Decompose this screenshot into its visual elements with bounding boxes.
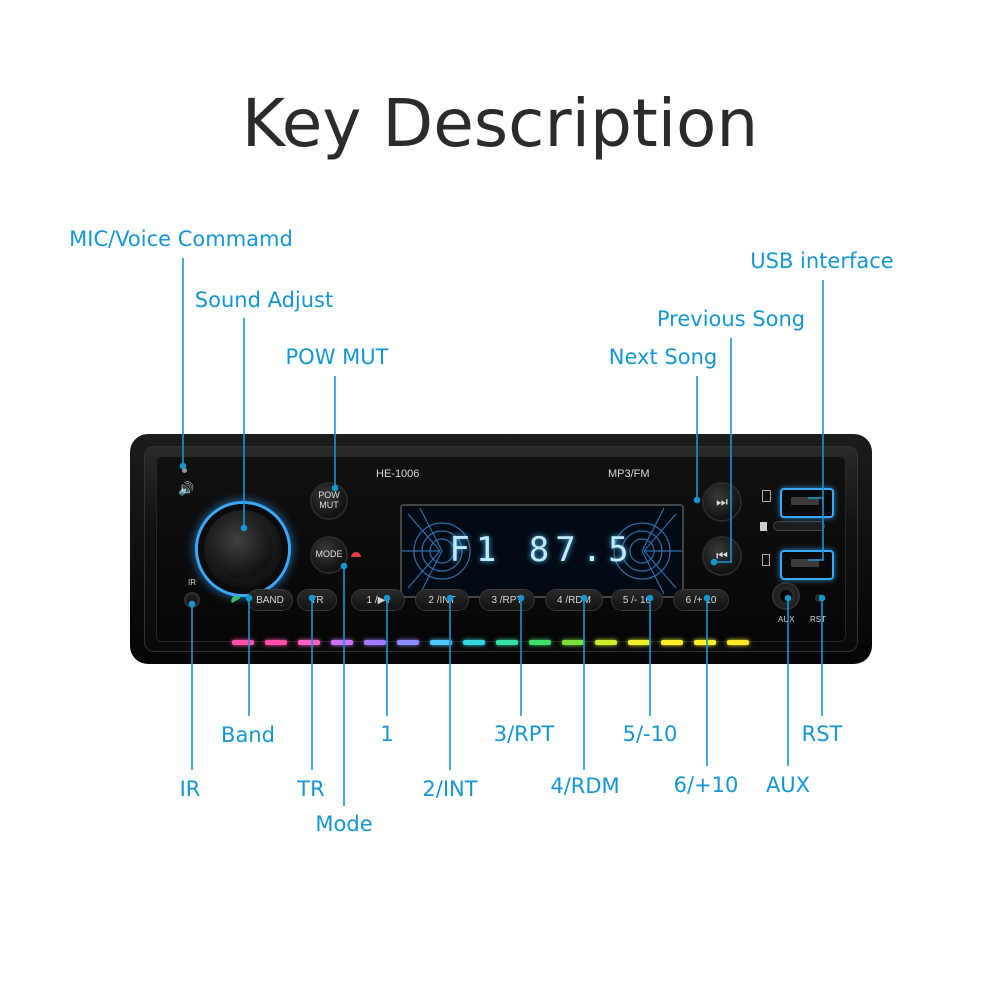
preset-5-label: 5 /- 10 bbox=[622, 594, 652, 606]
car-stereo-unit: 🔊 IR HE-1006 MP3/FM POW MUT MODE bbox=[130, 434, 872, 664]
led-segment bbox=[430, 640, 452, 645]
callout-6-plus-10: 6/+10 bbox=[673, 773, 739, 797]
led-segment bbox=[529, 640, 551, 645]
ir-label: IR bbox=[188, 578, 196, 587]
usb-slot bbox=[791, 559, 819, 567]
preset-4-label: 4 /RDM bbox=[557, 594, 591, 606]
sd-card-slot bbox=[774, 522, 824, 530]
callout-ir: IR bbox=[179, 777, 201, 801]
callout-mic-voice: MIC/Voice Commamd bbox=[69, 227, 293, 251]
preset-2-button[interactable]: 2 /INT bbox=[416, 590, 468, 610]
phone-icon bbox=[229, 593, 241, 604]
tr-label: TR bbox=[310, 594, 324, 606]
mode-label: MP3/FM bbox=[608, 468, 650, 480]
sd-card-icon bbox=[760, 522, 767, 531]
next-icon: ⏭ bbox=[716, 493, 728, 509]
callout-aux: AUX bbox=[765, 773, 811, 797]
volume-knob-cap bbox=[213, 519, 273, 579]
mode-button-label: MODE bbox=[315, 549, 343, 560]
preset-3-button[interactable]: 3 /RPT bbox=[480, 590, 534, 610]
led-segment bbox=[364, 640, 386, 645]
ir-sensor bbox=[186, 594, 198, 606]
band-label: BAND bbox=[256, 594, 284, 606]
charge-icon bbox=[762, 554, 770, 566]
callout-sound-adjust: Sound Adjust bbox=[194, 288, 334, 312]
volume-knob[interactable] bbox=[198, 504, 288, 594]
callout-1: 1 bbox=[380, 722, 394, 746]
callout-mode: Mode bbox=[315, 812, 373, 836]
rst-hole[interactable] bbox=[817, 596, 821, 600]
aux-jack[interactable] bbox=[774, 584, 798, 608]
band-button[interactable]: BAND bbox=[248, 590, 292, 610]
tr-button[interactable]: TR bbox=[298, 590, 336, 610]
led-segment bbox=[727, 640, 749, 645]
usb-symbol-icon bbox=[762, 490, 771, 502]
callout-rst: RST bbox=[801, 722, 843, 746]
pow-mut-button[interactable]: POW MUT bbox=[312, 484, 346, 518]
callout-previous-song: Previous Song bbox=[656, 307, 806, 331]
preset-2-label: 2 /INT bbox=[428, 594, 456, 606]
preset-1-button[interactable]: 1 /▶‖ bbox=[352, 590, 404, 610]
mic-hole bbox=[182, 468, 187, 473]
led-segment bbox=[628, 640, 650, 645]
previous-song-button[interactable]: ⏮ bbox=[704, 538, 740, 574]
hangup-icon bbox=[351, 552, 361, 557]
page-title: Key Description bbox=[241, 85, 759, 162]
led-segment bbox=[331, 640, 353, 645]
callout-4-rdm: 4/RDM bbox=[550, 774, 620, 798]
led-segment bbox=[562, 640, 584, 645]
rst-label: RST bbox=[810, 615, 826, 624]
led-segment bbox=[397, 640, 419, 645]
callout-tr: TR bbox=[297, 777, 325, 801]
previous-icon: ⏮ bbox=[716, 547, 728, 563]
usb-slot bbox=[791, 497, 819, 505]
callout-usb-interface: USB interface bbox=[750, 249, 894, 273]
model-label: HE-1006 bbox=[376, 468, 420, 480]
speaker-graphic-left bbox=[402, 507, 471, 595]
next-song-button[interactable]: ⏭ bbox=[704, 484, 740, 520]
callout-pow-mut: POW MUT bbox=[285, 345, 389, 369]
preset-6-label: 6 /+ 10 bbox=[685, 594, 717, 606]
preset-4-button[interactable]: 4 /RDM bbox=[546, 590, 602, 610]
led-segment bbox=[463, 640, 485, 645]
aux-label: AUX bbox=[778, 615, 795, 624]
preset-6-button[interactable]: 6 /+ 10 bbox=[674, 590, 728, 610]
pow-mut-label: POW MUT bbox=[318, 490, 340, 510]
led-segment bbox=[496, 640, 518, 645]
lcd-display: F1 87.5 bbox=[400, 504, 684, 598]
preset-3-label: 3 /RPT bbox=[491, 594, 523, 606]
callout-2-int: 2/INT bbox=[422, 777, 478, 801]
callout-5-minus-10: 5/-10 bbox=[622, 722, 678, 746]
usb-port-bottom[interactable] bbox=[780, 550, 834, 580]
faceplate: 🔊 IR HE-1006 MP3/FM POW MUT MODE bbox=[156, 456, 846, 645]
voice-icon: 🔊 bbox=[178, 482, 195, 497]
callout-band: Band bbox=[221, 723, 275, 747]
led-segment bbox=[232, 640, 254, 645]
led-segment bbox=[298, 640, 320, 645]
led-segment bbox=[595, 640, 617, 645]
led-segment bbox=[661, 640, 683, 645]
mode-button[interactable]: MODE bbox=[312, 538, 346, 572]
led-segment bbox=[694, 640, 716, 645]
callout-3-rpt: 3/RPT bbox=[493, 722, 555, 746]
callout-next-song: Next Song bbox=[608, 345, 718, 369]
preset-5-button[interactable]: 5 /- 10 bbox=[612, 590, 662, 610]
preset-1-label: 1 /▶‖ bbox=[366, 594, 390, 606]
led-segment bbox=[265, 640, 287, 645]
lcd-reading: F1 87.5 bbox=[449, 530, 635, 570]
usb-port-top[interactable] bbox=[780, 488, 834, 518]
speaker-graphic-right bbox=[613, 507, 682, 595]
